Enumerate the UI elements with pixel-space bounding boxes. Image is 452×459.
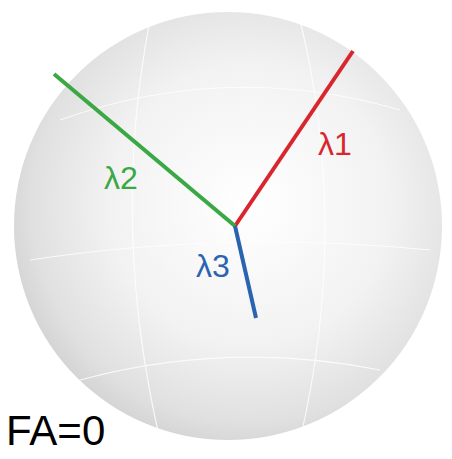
eigenvector-2 [54, 74, 235, 226]
eigenvalue-label: λ3 [196, 250, 230, 282]
eigenvalue-label: λ1 [318, 128, 352, 160]
eigenvector-3 [235, 226, 256, 318]
fa-value-label: FA=0 [6, 410, 105, 452]
sphere [14, 12, 442, 440]
eigenvalue-label: λ2 [104, 162, 138, 194]
eigenvector-1 [235, 51, 353, 226]
sphere-grid [30, 20, 430, 440]
